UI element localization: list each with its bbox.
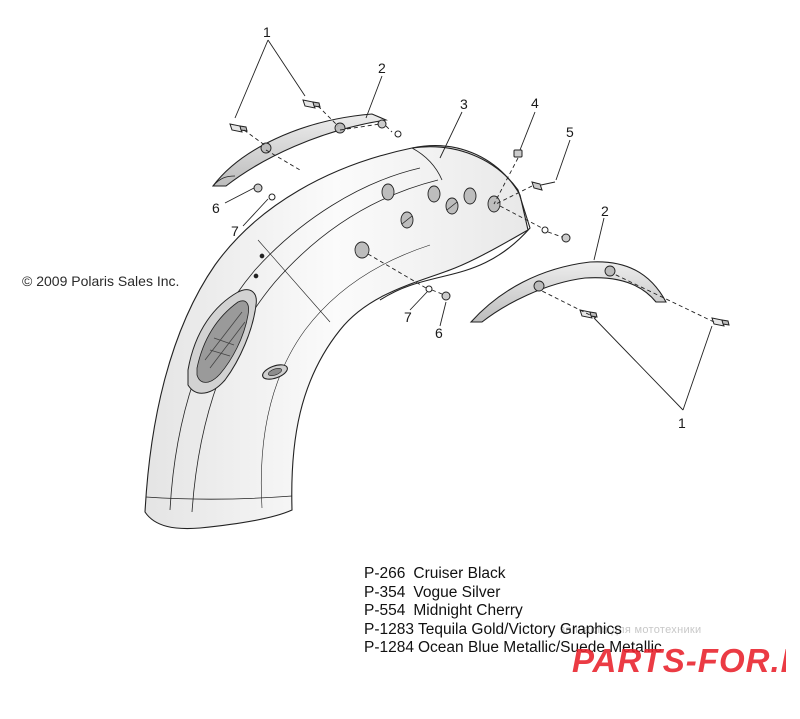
rear-fender [144,145,531,530]
callout-2-top: 2 [378,60,386,76]
callout-2-right: 2 [601,203,609,219]
watermark-logo-text: PARTS-FOR.RU [572,642,786,679]
callout-4: 4 [531,95,539,111]
fasteners [229,99,730,327]
callout-1-top: 1 [263,24,271,40]
callout-5: 5 [566,124,574,140]
copyright-notice: © 2009 Polaris Sales Inc. [22,273,180,289]
callout-6-left: 6 [212,200,220,216]
watermark-logo: PARTS-FOR.RU [572,642,786,679]
callout-7-right: 7 [404,309,412,325]
callout-6-right: 6 [435,325,443,341]
watermark-tagline: запчасти для мототехники [560,624,702,636]
callout-3: 3 [460,96,468,112]
callout-7-left: 7 [231,223,239,239]
right-trim-rail [469,261,667,323]
callout-1-bottom: 1 [678,415,686,431]
leader-lines [224,39,715,411]
left-trim-rail [211,113,388,187]
